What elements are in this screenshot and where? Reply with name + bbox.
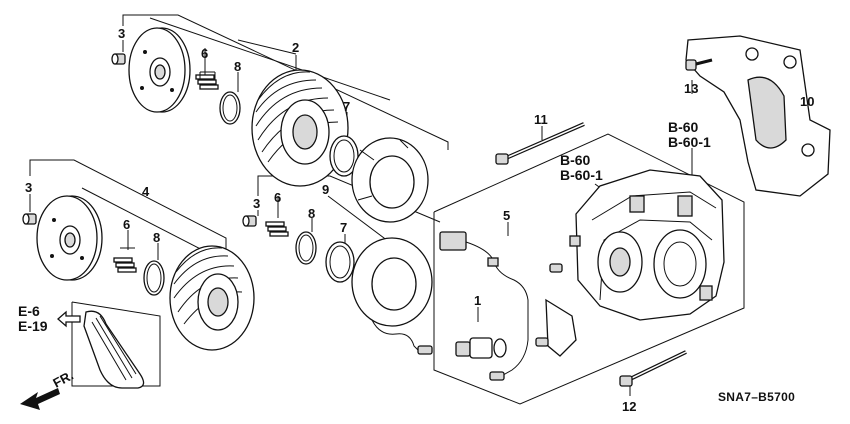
part-number-8-left: 8 xyxy=(153,230,160,245)
part-number-3-top: 3 xyxy=(118,26,125,41)
part-number-4: 4 xyxy=(142,184,150,199)
part-7-snap-ring-middle xyxy=(325,241,355,283)
part-12-long-bolt xyxy=(619,350,687,387)
part-number-6-left: 6 xyxy=(123,217,130,232)
part-number-6-middle: 6 xyxy=(274,190,281,205)
ref-e6: E-6 xyxy=(18,303,40,319)
part-number-8-top: 8 xyxy=(234,59,241,74)
part-number-6-top: 6 xyxy=(201,46,208,61)
part-9-field-coil xyxy=(351,237,433,355)
part-number-11: 11 xyxy=(534,112,548,127)
part-11-long-bolt xyxy=(495,122,585,165)
part-number-9: 9 xyxy=(322,182,329,197)
part-3-bolt-middle xyxy=(242,215,257,227)
part-number-8-middle: 8 xyxy=(308,206,315,221)
ref-e19: E-19 xyxy=(18,318,48,334)
part-3-bolt-top xyxy=(111,53,126,65)
ac-compressor-body xyxy=(569,169,725,321)
ref-b60-center: B-60 xyxy=(560,152,591,168)
part-4-pulley xyxy=(169,245,255,351)
part-number-7-top: 7 xyxy=(343,99,350,114)
part-3-bolt-left xyxy=(22,213,37,225)
part-number-2: 2 xyxy=(292,40,299,55)
ref-b601-center: B-60-1 xyxy=(560,167,603,183)
part-field-coil-top xyxy=(351,137,429,223)
ref-b601-right: B-60-1 xyxy=(668,134,711,150)
part-6-shims-top xyxy=(195,71,219,90)
part-7-snap-ring-top xyxy=(329,135,359,177)
reference-arrow-left xyxy=(57,310,81,328)
part-number-5: 5 xyxy=(503,208,510,223)
ref-b60-right: B-60 xyxy=(668,119,699,135)
front-direction-arrow xyxy=(20,388,60,410)
part-number-1: 1 xyxy=(474,293,481,308)
part-6-shims-middle xyxy=(265,221,289,237)
part-6-shims-left xyxy=(113,247,137,273)
part-10-bracket xyxy=(685,35,831,197)
diagram-code: SNA7–B5700 xyxy=(718,390,795,404)
part-number-10: 10 xyxy=(800,94,814,109)
part-number-13: 13 xyxy=(684,81,698,96)
part-8-snap-ring-top xyxy=(219,91,241,125)
part-armature-plate-top xyxy=(128,27,191,113)
part-number-7-middle: 7 xyxy=(340,220,347,235)
drive-belt xyxy=(71,301,161,389)
part-8-snap-ring-left xyxy=(143,260,165,296)
part-2-pulley xyxy=(251,69,349,187)
part-5-harness xyxy=(439,231,577,381)
part-armature-plate-left xyxy=(36,195,103,281)
part-number-12: 12 xyxy=(622,399,636,414)
part-1-valve xyxy=(455,263,563,359)
part-13-bolt xyxy=(685,58,713,71)
part-number-3-left: 3 xyxy=(25,180,32,195)
part-8-snap-ring-middle xyxy=(295,231,317,265)
part-number-3-middle: 3 xyxy=(253,196,260,211)
